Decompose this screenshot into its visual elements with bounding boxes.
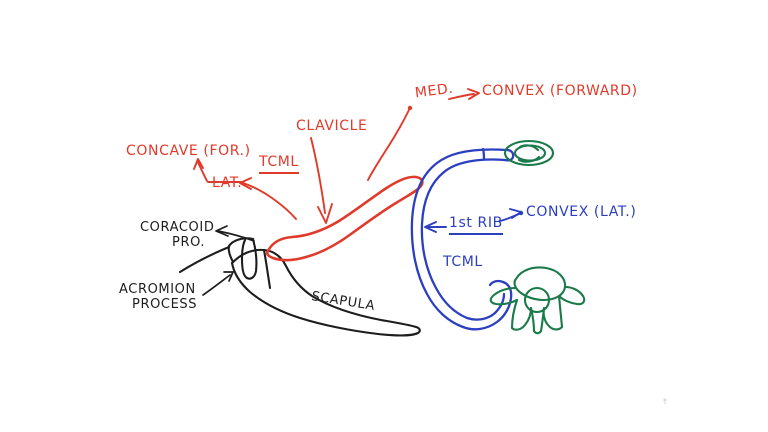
label-coracoid-process-line1: CORACOID	[140, 220, 215, 235]
red-leader-lines	[193, 88, 480, 224]
first-rib-bone	[410, 147, 515, 331]
stray-pencil-mark	[663, 398, 667, 404]
manubrium-bone	[503, 139, 555, 167]
label-tcml-red: TCML	[259, 154, 299, 174]
label-acromion-process-line1: ACROMION	[119, 282, 196, 297]
label-lat: LAT.	[212, 175, 243, 191]
label-clavicle: CLAVICLE	[296, 118, 368, 134]
label-concave-forward: CONCAVE (FOR.)	[126, 143, 251, 159]
black-leader-lines	[202, 225, 255, 296]
blue-leader-lines	[424, 208, 524, 233]
label-convex-lat: CONVEX (LAT.)	[526, 204, 637, 220]
label-convex-forward: CONVEX (FORWARD)	[482, 83, 638, 99]
label-first-rib: 1st RIB	[449, 215, 503, 235]
label-tcml-blue: TCML	[443, 254, 483, 270]
vertebra-bone	[489, 266, 586, 335]
clavicle-bone	[265, 175, 424, 262]
scapula-bone	[178, 237, 421, 337]
label-coracoid-process-line2: PRO.	[172, 235, 206, 250]
label-acromion-process-line2: PROCESS	[132, 297, 198, 312]
